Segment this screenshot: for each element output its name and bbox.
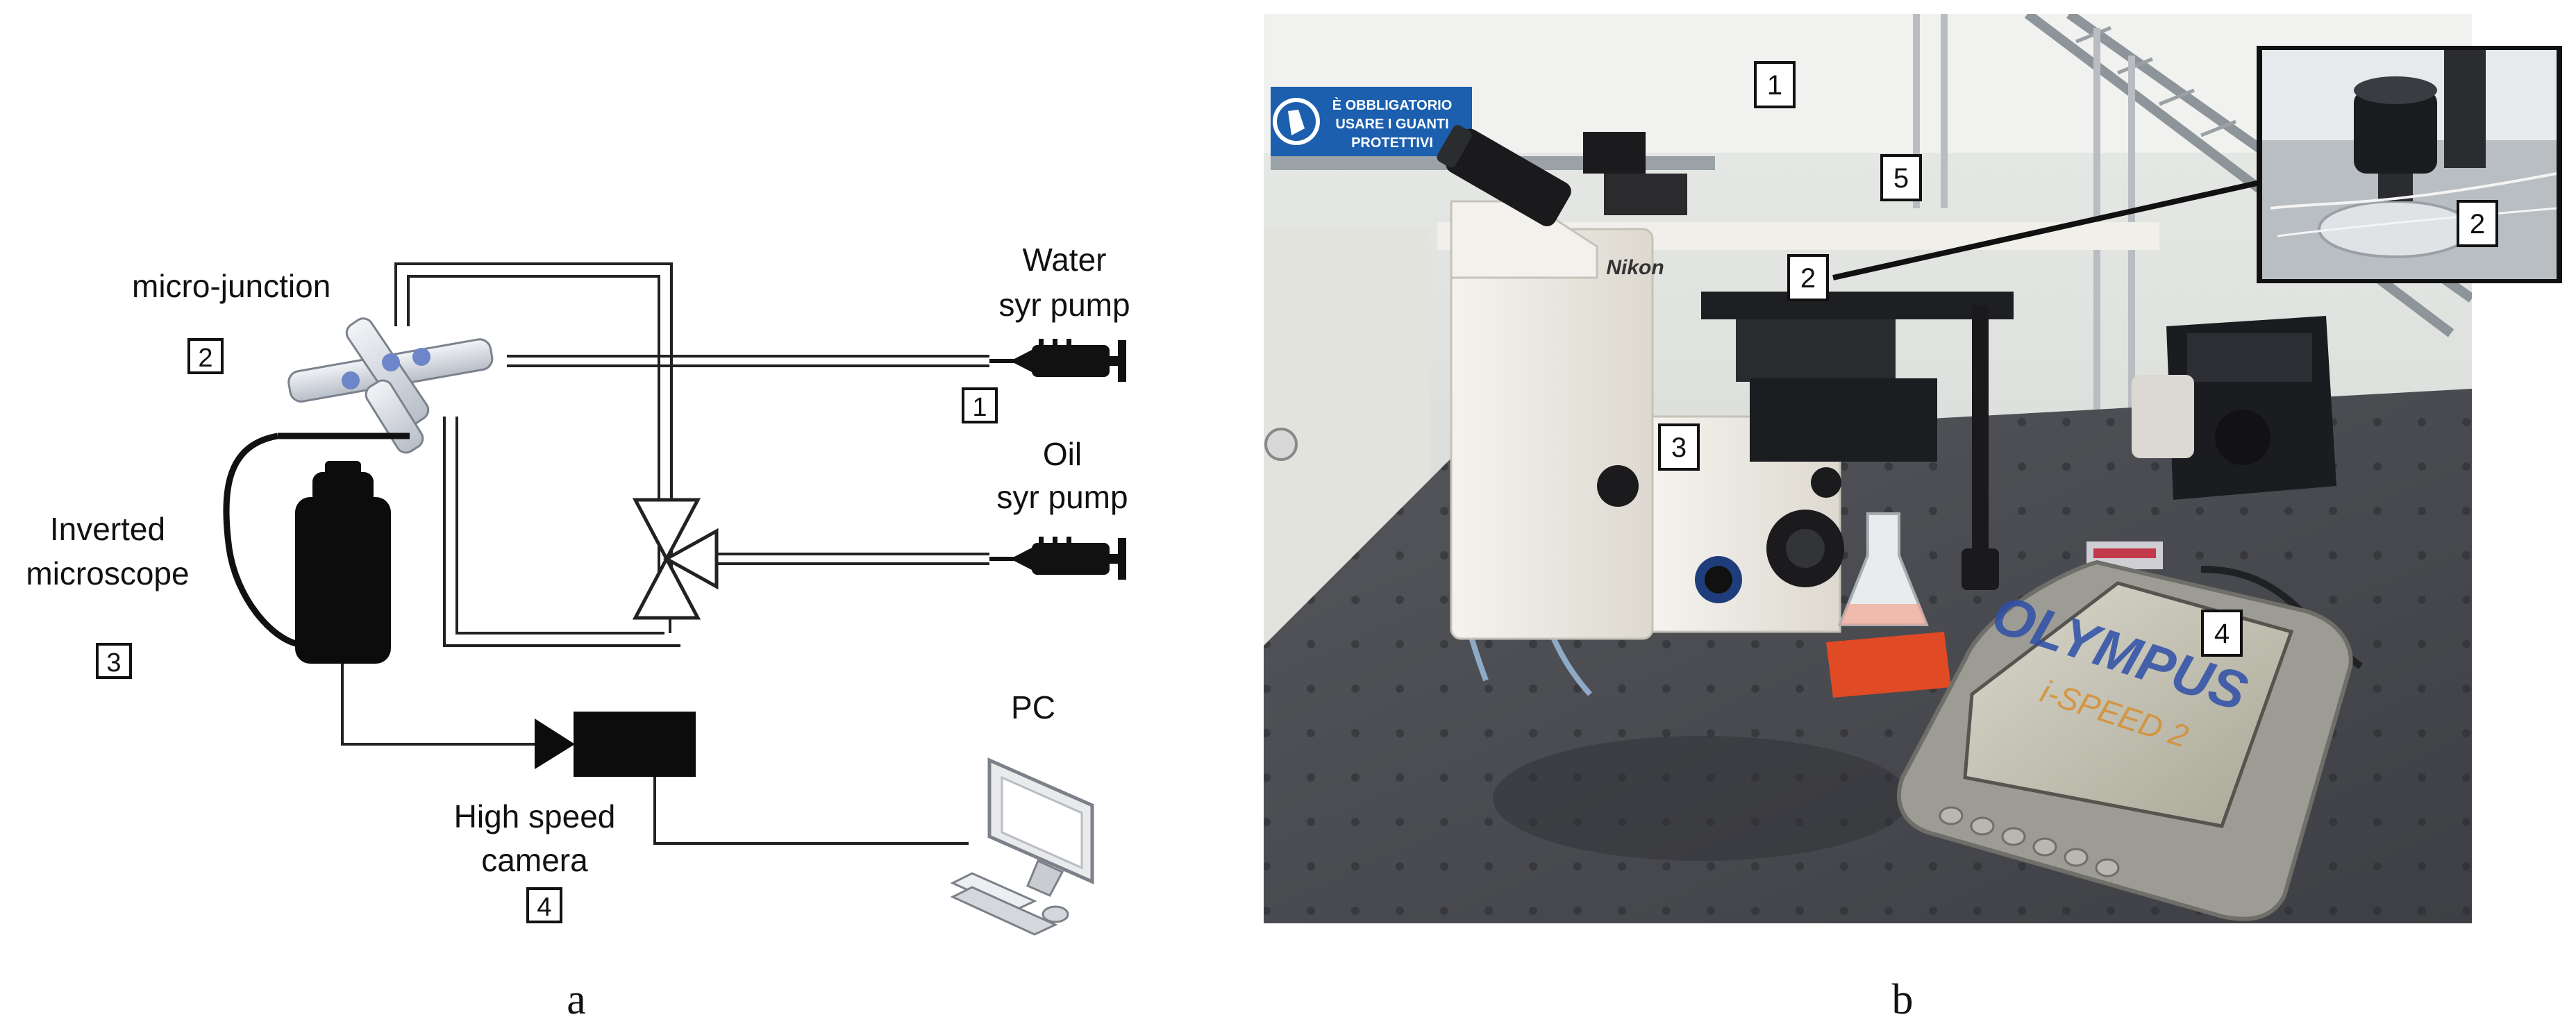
- svg-text:3: 3: [106, 648, 121, 678]
- label-micro-junction: micro-junction: [132, 268, 331, 304]
- oil-tubing: [715, 553, 989, 565]
- label-oil-line2: syr pump: [996, 479, 1128, 515]
- svg-text:2: 2: [198, 344, 212, 373]
- microscope-objective: [223, 432, 410, 664]
- microscope-camera-cable: [341, 664, 538, 746]
- inset-zoom-image: 2: [2257, 46, 2562, 283]
- photo-callout-3: 3: [1658, 423, 1700, 471]
- label-microscope-line2: microscope: [26, 555, 189, 591]
- number-box-microscope: 3: [96, 643, 132, 679]
- photo-callout-2: 2: [1787, 254, 1829, 301]
- svg-text:4: 4: [2214, 619, 2230, 649]
- panel-a-schematic: micro-junction Water syr pump Oil syr pu…: [26, 242, 1130, 1023]
- svg-text:Nikon: Nikon: [1606, 256, 1664, 279]
- number-box-micro-junction: 2: [187, 338, 224, 374]
- inset-pointer-line: [1832, 178, 2270, 280]
- inverted-microscope-photo: Nikon: [1437, 125, 2014, 640]
- svg-text:2: 2: [2470, 209, 2485, 240]
- label-microscope-line1: Inverted: [50, 511, 165, 547]
- inset-callout-2: 2: [2457, 200, 2498, 247]
- oil-syringe-pump-icon: [989, 537, 1126, 580]
- pc-computer: [950, 757, 1094, 936]
- svg-text:PROTETTIVI: PROTETTIVI: [1351, 135, 1433, 151]
- label-water-line1: Water: [1023, 242, 1107, 278]
- water-syringe-pump-icon: [989, 339, 1126, 382]
- photo-callout-1: 1: [1754, 61, 1796, 108]
- flask-on-block: [1826, 512, 1951, 698]
- loop-tubing: [394, 262, 680, 647]
- label-oil-line1: Oil: [1043, 436, 1082, 472]
- svg-text:USARE I GUANTI: USARE I GUANTI: [1335, 117, 1448, 132]
- caption-b: b: [1892, 976, 1914, 1023]
- label-pc: PC: [1011, 689, 1055, 725]
- caption-a: a: [567, 976, 586, 1023]
- svg-text:4: 4: [537, 893, 551, 922]
- label-water-line2: syr pump: [998, 287, 1130, 323]
- photo-callout-5: 5: [1880, 154, 1922, 201]
- water-tubing: [507, 355, 989, 367]
- number-box-water-pump: 1: [962, 387, 998, 423]
- high-speed-camera: [535, 712, 696, 777]
- safety-sign: È OBBLIGATORIO USARE I GUANTI PROTETTIVI: [1271, 87, 1472, 156]
- svg-text:1: 1: [1767, 70, 1782, 101]
- photo-callout-4: 4: [2201, 610, 2243, 657]
- light-source-box: [2132, 316, 2336, 500]
- camera-pc-cable: [653, 777, 969, 845]
- olympus-camera-controller: OLYMPUS i-SPEED 2: [1897, 560, 2353, 921]
- svg-text:2: 2: [1800, 263, 1816, 294]
- number-box-camera: 4: [526, 887, 562, 923]
- panel-b-photo: È OBBLIGATORIO USARE I GUANTI PROTETTIVI: [1264, 14, 2472, 923]
- svg-text:3: 3: [1671, 432, 1687, 463]
- svg-text:È OBBLIGATORIO: È OBBLIGATORIO: [1332, 97, 1453, 113]
- three-way-valve: [632, 498, 719, 620]
- label-camera-line2: camera: [481, 842, 588, 878]
- label-camera-line1: High speed: [454, 798, 616, 834]
- svg-text:5: 5: [1893, 163, 1909, 194]
- svg-text:1: 1: [972, 393, 987, 422]
